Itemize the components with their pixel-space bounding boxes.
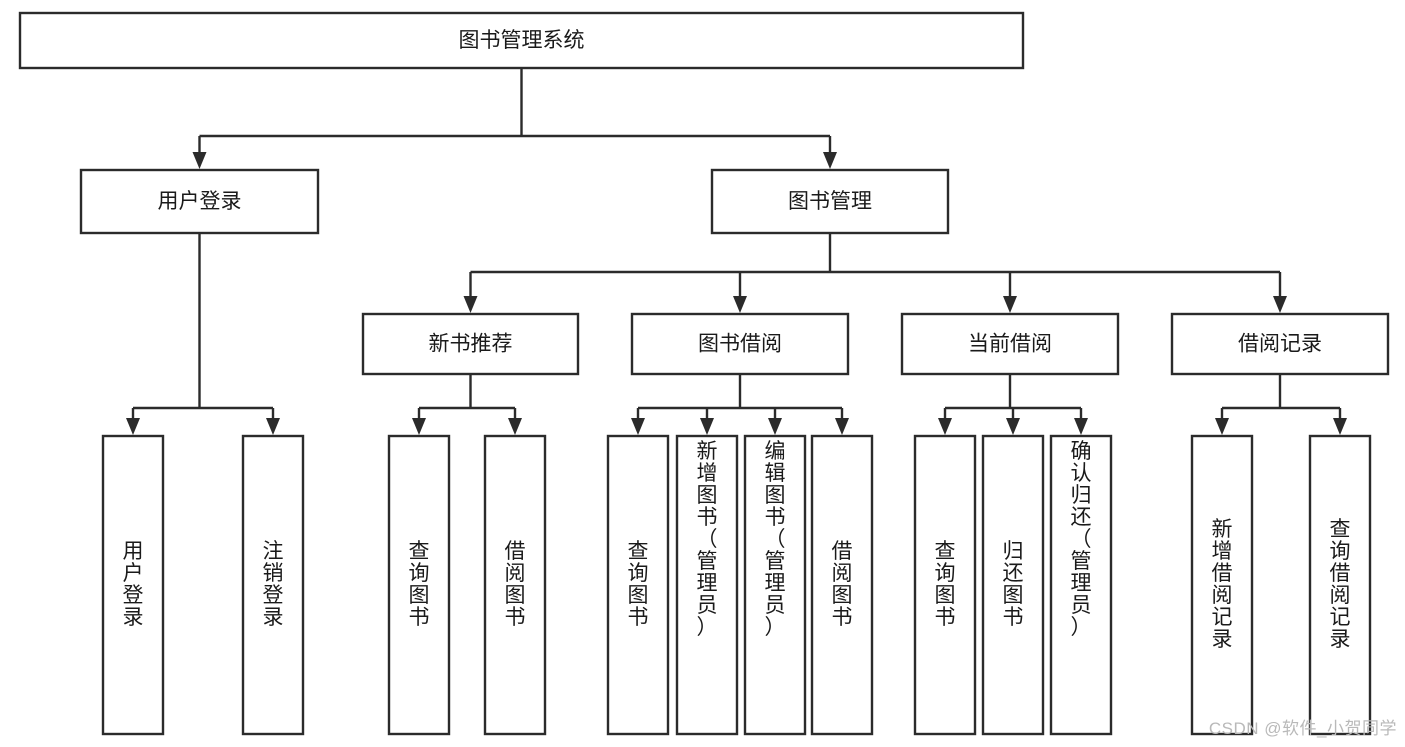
node-leaf-query-record[interactable]: 查询借阅记录	[1308, 434, 1372, 736]
node-label-leaf-confirm-return: 确认归还（管理员）	[1071, 440, 1092, 639]
node-label-leaf-add-record: 新增借阅记录	[1212, 518, 1233, 651]
node-label-root: 图书管理系统	[459, 29, 585, 52]
node-label-leaf-user-logout: 注销登录	[263, 540, 284, 629]
node-rect-current-borrow	[900, 312, 1120, 376]
node-leaf-add-book[interactable]: 新增图书（管理员）	[675, 434, 739, 736]
node-rect-leaf-add-book	[675, 434, 739, 736]
node-label-current-borrow: 当前借阅	[968, 333, 1052, 356]
node-leaf-return-book[interactable]: 归还图书	[981, 434, 1045, 736]
node-label-leaf-edit-book: 编辑图书（管理员）	[765, 440, 786, 639]
node-label-new-book-recommend: 新书推荐	[429, 333, 513, 356]
node-leaf-query-book-1[interactable]: 查询图书	[387, 434, 451, 736]
node-new-book-recommend[interactable]: 新书推荐	[361, 312, 580, 376]
arrow-head-icon-leaf-add-book	[700, 418, 714, 435]
node-rect-user-login	[79, 168, 320, 235]
node-label-leaf-query-book-2: 查询图书	[628, 540, 649, 629]
node-boxes: 图书管理系统用户登录图书管理新书推荐图书借阅当前借阅借阅记录用户登录注销登录查询…	[18, 11, 1390, 736]
arrow-head-icon-borrow-record	[1273, 296, 1287, 313]
arrow-head-icon-new-book-recommend	[463, 296, 478, 313]
arrow-head-icon-leaf-borrow-book-2	[835, 418, 849, 435]
node-rect-root	[18, 11, 1025, 70]
node-label-book-management: 图书管理	[788, 190, 872, 213]
node-rect-leaf-add-record	[1190, 434, 1254, 736]
node-user-login[interactable]: 用户登录	[79, 168, 320, 235]
node-label-leaf-query-book-3: 查询图书	[935, 540, 956, 629]
node-label-book-borrow: 图书借阅	[698, 333, 782, 356]
node-rect-leaf-user-login	[101, 434, 165, 736]
node-rect-leaf-query-record	[1308, 434, 1372, 736]
arrow-head-icon-leaf-query-book-2	[631, 418, 645, 435]
connector-lines	[126, 68, 1347, 435]
node-rect-new-book-recommend	[361, 312, 580, 376]
node-rect-leaf-query-book-1	[387, 434, 451, 736]
arrow-head-icon-leaf-user-login	[126, 418, 140, 435]
node-leaf-confirm-return[interactable]: 确认归还（管理员）	[1049, 434, 1113, 736]
arrow-head-icon-leaf-return-book	[1006, 418, 1020, 435]
node-rect-leaf-user-logout	[241, 434, 305, 736]
node-label-leaf-add-book: 新增图书（管理员）	[697, 440, 718, 639]
arrow-head-icon-leaf-query-book-1	[412, 418, 426, 435]
node-borrow-record[interactable]: 借阅记录	[1170, 312, 1390, 376]
node-label-user-login: 用户登录	[158, 190, 242, 213]
node-label-leaf-borrow-book-2: 借阅图书	[832, 540, 853, 629]
arrow-head-icon-leaf-borrow-book-1	[508, 418, 522, 435]
node-rect-leaf-query-book-3	[913, 434, 977, 736]
arrow-head-icon-leaf-user-logout	[266, 418, 280, 435]
arrow-head-icon-leaf-confirm-return	[1074, 418, 1088, 435]
node-leaf-user-logout[interactable]: 注销登录	[241, 434, 305, 736]
node-rect-book-borrow	[630, 312, 850, 376]
node-leaf-user-login[interactable]: 用户登录	[101, 434, 165, 736]
node-root[interactable]: 图书管理系统	[18, 11, 1025, 70]
node-rect-leaf-borrow-book-2	[810, 434, 874, 736]
node-label-leaf-query-book-1: 查询图书	[409, 540, 430, 629]
node-label-borrow-record: 借阅记录	[1238, 333, 1322, 356]
node-rect-book-management	[710, 168, 950, 235]
node-leaf-edit-book[interactable]: 编辑图书（管理员）	[743, 434, 807, 736]
arrow-head-icon-leaf-query-book-3	[938, 418, 952, 435]
node-label-leaf-borrow-book-1: 借阅图书	[505, 540, 526, 629]
node-leaf-query-book-2[interactable]: 查询图书	[606, 434, 670, 736]
node-leaf-add-record[interactable]: 新增借阅记录	[1190, 434, 1254, 736]
arrow-head-icon-book-management	[823, 152, 837, 169]
node-label-leaf-query-record: 查询借阅记录	[1330, 518, 1351, 651]
node-leaf-borrow-book-1[interactable]: 借阅图书	[483, 434, 547, 736]
node-rect-leaf-query-book-2	[606, 434, 670, 736]
arrow-head-icon-leaf-edit-book	[768, 418, 782, 435]
node-rect-leaf-borrow-book-1	[483, 434, 547, 736]
node-rect-leaf-confirm-return	[1049, 434, 1113, 736]
arrow-head-icon-current-borrow	[1003, 296, 1017, 313]
arrow-head-icon-user-login	[192, 152, 207, 169]
node-leaf-query-book-3[interactable]: 查询图书	[913, 434, 977, 736]
node-rect-borrow-record	[1170, 312, 1390, 376]
node-rect-leaf-edit-book	[743, 434, 807, 736]
node-rect-leaf-return-book	[981, 434, 1045, 736]
node-current-borrow[interactable]: 当前借阅	[900, 312, 1120, 376]
node-book-borrow[interactable]: 图书借阅	[630, 312, 850, 376]
node-label-leaf-return-book: 归还图书	[1003, 540, 1024, 629]
node-label-leaf-user-login: 用户登录	[123, 540, 144, 629]
arrow-head-icon-book-borrow	[733, 296, 747, 313]
node-book-management[interactable]: 图书管理	[710, 168, 950, 235]
arrow-head-icon-leaf-query-record	[1333, 418, 1347, 435]
node-leaf-borrow-book-2[interactable]: 借阅图书	[810, 434, 874, 736]
arrow-head-icon-leaf-add-record	[1215, 418, 1229, 435]
